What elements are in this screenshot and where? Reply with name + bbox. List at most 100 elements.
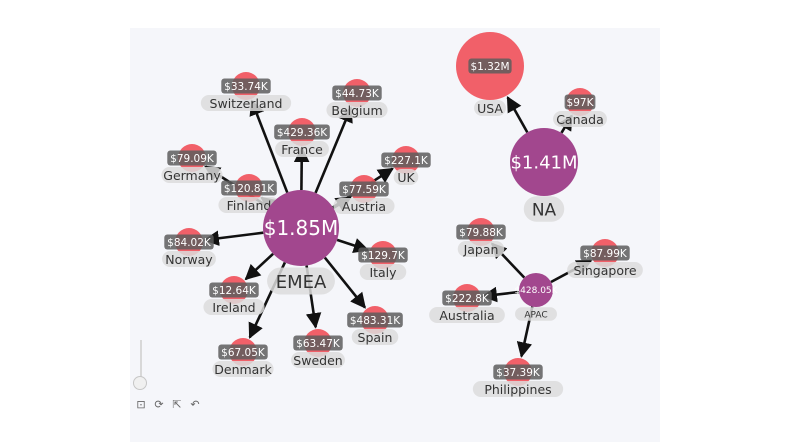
edge-belgium [314, 106, 353, 194]
leaf-name-label: Switzerland [210, 96, 283, 111]
leaf-value-label: $222.8K [445, 293, 490, 305]
leaf-node-germany[interactable]: $79.09K Germany [161, 144, 223, 183]
value-pill [209, 282, 259, 298]
leaf-name-label: Canada [556, 112, 604, 127]
hub-name-label: NA [532, 200, 557, 220]
hub-bubble[interactable] [510, 128, 578, 196]
value-pill [293, 335, 343, 351]
leaf-node-spain[interactable]: $483.31K Spain [347, 306, 403, 345]
name-pill [351, 329, 399, 345]
leaf-node-japan[interactable]: $79.88K Japan [456, 218, 506, 257]
leaf-name-label: Japan [463, 242, 499, 257]
value-pill [218, 344, 268, 360]
leaf-name-label: USA [477, 101, 503, 116]
name-pill [474, 100, 506, 116]
leaf-name-label: Germany [163, 168, 221, 183]
value-pill [332, 85, 382, 101]
leaf-value-label: $33.74K [224, 81, 269, 93]
leaf-node-singapore[interactable]: $87.99K Singapore [567, 239, 643, 278]
leaf-value-label: $429.36K [277, 127, 328, 139]
leaf-value-label: $44.73K [335, 88, 380, 100]
edge-switzerland [249, 99, 289, 194]
edge-usa [506, 96, 529, 134]
leaf-value-label: $79.09K [170, 153, 215, 165]
leaf-node-usa[interactable]: $1.32M USA [456, 32, 524, 116]
value-pill [381, 152, 431, 168]
leaf-value-label: $77.59K [342, 184, 387, 196]
name-pill [212, 361, 274, 377]
zoom-slider-thumb[interactable] [133, 376, 147, 390]
name-pill [359, 264, 407, 280]
leaf-value-label: $87.99K [583, 248, 628, 260]
leaf-name-label: Norway [165, 252, 213, 267]
leaf-value-label: $79.88K [459, 227, 504, 239]
name-pill [523, 196, 565, 222]
name-pill [275, 141, 329, 157]
fit-icon[interactable]: ⊡ [136, 398, 146, 411]
edge-ireland [244, 252, 274, 281]
leaf-name-label: Belgium [331, 103, 382, 118]
leaf-name-label: Sweden [293, 353, 342, 368]
leaf-node-switzerland[interactable]: $33.74K Switzerland [200, 72, 292, 111]
name-pill [457, 241, 505, 257]
leaf-node-philippines[interactable]: $37.39K Philippines [472, 358, 564, 397]
export-icon[interactable]: ⇱ [172, 398, 182, 411]
zoom-slider-track[interactable] [140, 340, 142, 386]
value-pill [167, 150, 217, 166]
value-pill [468, 58, 512, 74]
value-pill [580, 245, 630, 261]
name-pill [429, 307, 505, 323]
name-pill [267, 267, 335, 295]
leaf-node-ireland[interactable]: $12.64K Ireland [203, 276, 265, 315]
leaf-name-label: Ireland [212, 300, 255, 315]
leaf-name-label: Singapore [573, 263, 636, 278]
reset-icon[interactable]: ⟳ [154, 398, 164, 411]
edge-norway [203, 230, 264, 247]
value-pill [442, 290, 492, 306]
value-pill [221, 78, 271, 94]
leaf-name-label: Philippines [484, 382, 551, 397]
leaf-value-label: $63.47K [296, 338, 341, 350]
leaf-value-label: $227.1K [384, 155, 429, 167]
graph-controls: ⊡ ⟳ ⇱ ↶ [130, 336, 210, 416]
leaf-value-label: $37.39K [496, 367, 541, 379]
name-pill [326, 102, 388, 118]
hub-bubble[interactable] [263, 190, 339, 266]
leaf-value-label: $67.05K [221, 347, 266, 359]
leaf-node-uk[interactable]: $227.1K UK [381, 146, 431, 185]
name-pill [162, 251, 216, 267]
value-pill [274, 124, 330, 140]
undo-icon[interactable]: ↶ [190, 398, 200, 411]
value-pill [221, 180, 277, 196]
value-pill [493, 364, 543, 380]
leaf-name-label: Italy [369, 265, 397, 280]
name-pill [218, 197, 280, 213]
leaf-node-sweden[interactable]: $63.47K Sweden [291, 329, 345, 368]
leaf-value-label: $129.7K [361, 250, 406, 262]
value-pill [564, 94, 596, 110]
leaf-name-label: Spain [358, 330, 393, 345]
leaf-value-label: $483.31K [350, 315, 401, 327]
leaf-value-label: $1.32M [470, 61, 509, 73]
leaf-value-label: $12.64K [212, 285, 257, 297]
value-pill [456, 224, 506, 240]
hub-bubble[interactable] [519, 273, 553, 307]
value-pill [164, 234, 214, 250]
leaf-node-france[interactable]: $429.36K France [274, 118, 330, 157]
leaf-node-italy[interactable]: $129.7K Italy [358, 241, 408, 280]
edge-spain [323, 256, 366, 309]
leaf-name-label: UK [397, 170, 415, 185]
leaf-node-belgium[interactable]: $44.73K Belgium [326, 79, 388, 118]
leaf-name-label: France [281, 142, 323, 157]
hub-value-label: $1.85M [264, 216, 339, 240]
